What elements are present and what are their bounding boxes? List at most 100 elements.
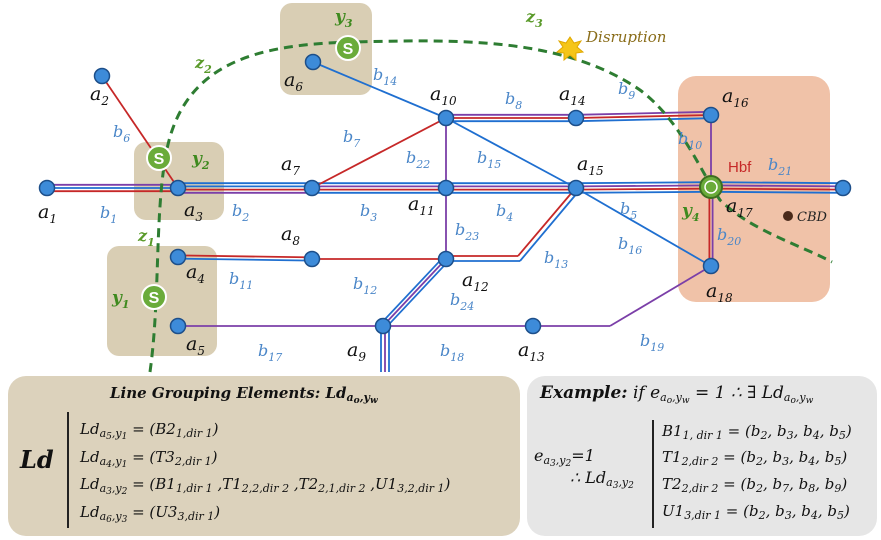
- ld-title-subsub-o: o: [353, 396, 360, 406]
- edge-b9-1: [575, 114, 712, 119]
- node-label-a8: a8: [281, 223, 300, 248]
- edge-label-b19: b19: [640, 331, 664, 354]
- edge-b5-2: [576, 187, 712, 191]
- edge-b19-d: [609, 265, 712, 327]
- node-a16: [702, 106, 720, 124]
- example-therefore: ∴ Lda3,y2: [570, 468, 634, 491]
- station-nodes: [38, 53, 852, 335]
- edge-b5-1: [575, 184, 711, 188]
- example-heading-line: Example: if eao,yw = 1 ∴ ∃ Ldao,yw: [540, 383, 814, 406]
- node-a12: [437, 250, 455, 268]
- edge-b24-0: [384, 260, 449, 329]
- node-label-a1: a1: [38, 201, 57, 226]
- node-a2: [93, 67, 111, 85]
- node-label-a12: a12: [462, 269, 489, 294]
- edge-b16-0: [575, 187, 712, 267]
- ld-title-subsub-w: w: [369, 396, 378, 406]
- station-symbol-y1: S: [149, 290, 160, 307]
- hbf-hub-inner: [704, 180, 718, 194]
- node-a14: [567, 109, 585, 127]
- network-diagram: Disruption SSS Hbf CBD a1a2a3a4a5a6a7a8a…: [38, 3, 852, 373]
- node-a8: [303, 250, 321, 268]
- example-heading: Example:: [540, 383, 628, 403]
- edge-label-b13: b13: [544, 248, 568, 271]
- ld-title-prefix: Line Grouping Elements: [110, 384, 315, 402]
- edge-label-b24: b24: [450, 290, 474, 313]
- node-a4: [169, 248, 187, 266]
- edge-b11-1: [177, 257, 312, 262]
- edge-b24-2: [380, 256, 445, 325]
- example-left-e: e: [534, 446, 544, 465]
- ld-row-1: Lda4,y1 = (T32,dir 1): [80, 448, 218, 470]
- edge-label-b23: b23: [455, 220, 479, 243]
- edge-b15-0: [445, 117, 577, 189]
- node-a13: [524, 317, 542, 335]
- node-a15: [567, 179, 585, 197]
- ld-row-0: Lda5,y1 = (B21,dir 1): [80, 420, 219, 442]
- edge-b9-0: [575, 110, 711, 116]
- edge-b24-1: [382, 258, 447, 327]
- ld-row-2: Lda3,y2 = (B11,dir 1 ,T12,2,dir 2 ,T22,1…: [80, 475, 451, 497]
- node-a3: [169, 179, 187, 197]
- node-a10: [437, 109, 455, 127]
- example-left-eq: ea3,y2=1: [534, 446, 595, 469]
- ld-row-3: Lda6,y3 = (U33,dir 1): [80, 503, 221, 525]
- ld-bracket-line: [67, 412, 69, 528]
- ld-title-symbol: Ld: [325, 384, 347, 402]
- example-therefore-text: ∴ Ld: [570, 468, 607, 487]
- node-label-a2: a2: [90, 83, 109, 108]
- edge-b5-3: [576, 190, 712, 194]
- edge-label-b2: b2: [232, 201, 249, 224]
- node-label-a11: a11: [408, 193, 435, 218]
- example-row-2: T22,dir 2 = (b2, b7, b8, b9): [662, 475, 848, 495]
- example-cond-equals: = 1 ∴ ∃ Ld: [689, 383, 784, 403]
- edge-b13-d1: [517, 189, 575, 257]
- y3-group-box: [280, 3, 372, 95]
- example-row-0: B11, dir 1 = (b2, b3, b4, b5): [662, 422, 852, 442]
- edge-b13-d2: [519, 191, 579, 262]
- ld-side-symbol: Ld: [20, 445, 54, 474]
- edge-label-b17: b17: [258, 341, 282, 364]
- hbf-label: Hbf: [728, 159, 752, 176]
- edge-label-b4: b4: [496, 201, 513, 224]
- edge-label-b6: b6: [113, 122, 130, 145]
- edge-b21-3: [710, 190, 843, 194]
- transit-lines: [47, 61, 844, 372]
- disruption-icon: [555, 36, 585, 62]
- example-row-1: T12,dir 2 = (b2, b3, b4, b5): [662, 448, 848, 468]
- edge-label-b8: b8: [505, 89, 522, 112]
- node-a9: [374, 317, 392, 335]
- node-a18: [702, 257, 720, 275]
- node-a6: [304, 53, 322, 71]
- disruption-label: Disruption: [585, 28, 666, 46]
- zone-label-z2: z2: [194, 53, 212, 76]
- cbd-dot: [783, 211, 793, 221]
- cbd-label: CBD: [797, 210, 828, 225]
- example-panel: [527, 376, 877, 536]
- ld-title-subsub-y: y: [363, 391, 370, 404]
- zone-boundary-dashed: [148, 39, 833, 373]
- edge-label-b22: b22: [406, 148, 430, 171]
- node-label-a9: a9: [347, 339, 366, 364]
- node-aE: [834, 179, 852, 197]
- example-bracket-line: [652, 420, 654, 528]
- edge-label-b15: b15: [477, 148, 501, 171]
- edge-label-b18: b18: [440, 341, 464, 364]
- edge-label-b7: b7: [343, 127, 360, 150]
- node-label-a14: a14: [559, 83, 586, 108]
- line-grouping-panel: [8, 376, 520, 536]
- node-label-a10: a10: [430, 83, 457, 108]
- station-marker-y2: [146, 145, 172, 171]
- edge-b14-0: [312, 61, 447, 119]
- node-a7: [303, 179, 321, 197]
- ld-title-sub: a: [346, 391, 354, 404]
- example-left-eq-val: =1: [571, 446, 595, 465]
- ld-panel-title: Line Grouping Elements: Ldao,yw: [110, 384, 378, 406]
- node-label-a13: a13: [518, 339, 545, 364]
- zone-label-z1: z1: [137, 226, 155, 249]
- node-label-a15: a15: [577, 153, 604, 178]
- station-symbol-y2: S: [154, 151, 165, 168]
- edge-b7-0: [311, 117, 447, 189]
- edge-label-b14: b14: [373, 65, 397, 88]
- station-marker-y3: [335, 35, 361, 61]
